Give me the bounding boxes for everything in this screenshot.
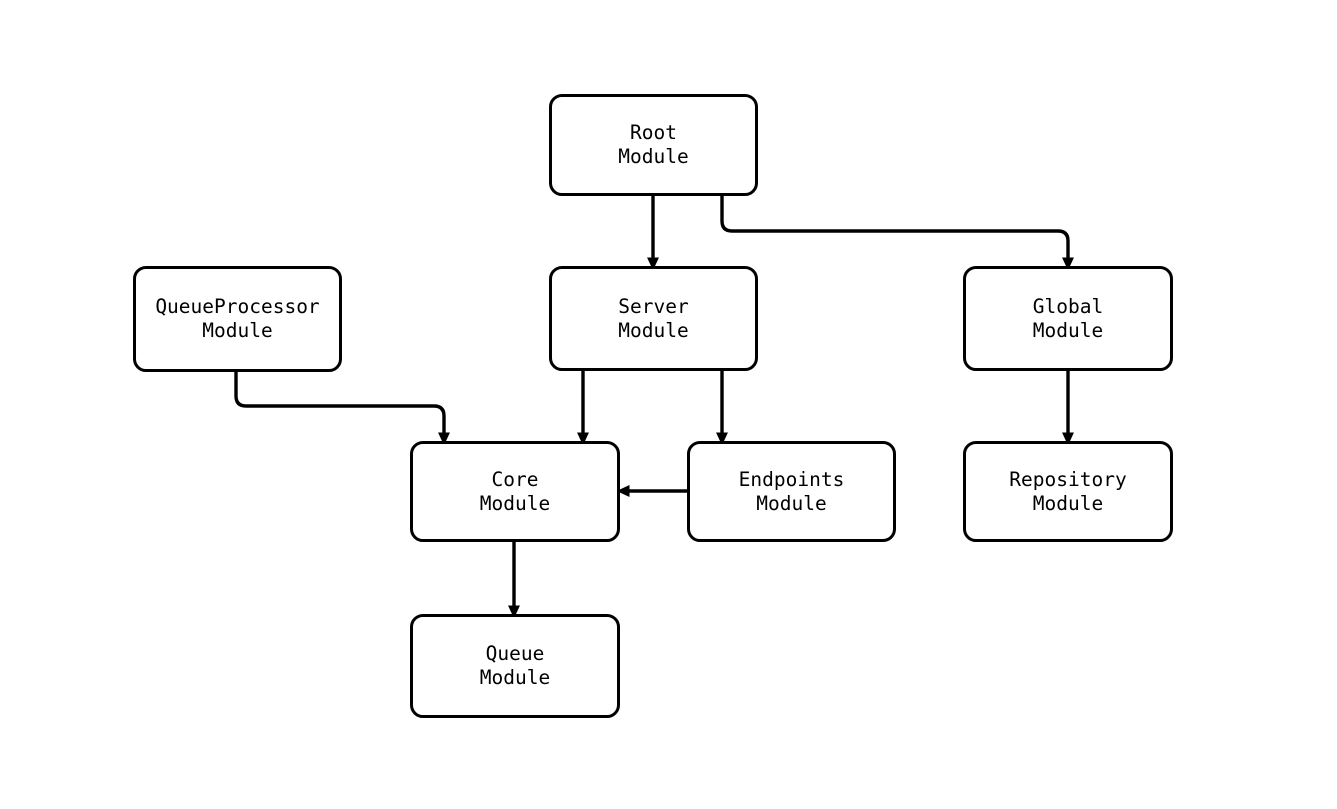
edge-queueprocessor-to-core (234, 372, 450, 446)
node-server-module-label: Server Module (618, 294, 689, 342)
node-endpoints-module[interactable]: Endpoints Module (687, 441, 896, 542)
node-root-module-label: Root Module (618, 121, 689, 168)
edge-root-to-global (720, 196, 1074, 271)
node-global-module[interactable]: Global Module (963, 266, 1173, 371)
node-queueprocessor-module-label: QueueProcessor Module (155, 295, 320, 342)
node-queueprocessor-module[interactable]: QueueProcessor Module (133, 266, 342, 372)
node-endpoints-module-label: Endpoints Module (738, 467, 845, 515)
node-root-module[interactable]: Root Module (549, 94, 758, 196)
node-repository-module[interactable]: Repository Module (963, 441, 1173, 542)
node-global-module-label: Global Module (1032, 294, 1104, 342)
node-repository-module-label: Repository Module (1009, 467, 1127, 515)
node-core-module[interactable]: Core Module (410, 441, 620, 542)
node-core-module-label: Core Module (479, 467, 551, 515)
node-queue-module[interactable]: Queue Module (410, 614, 620, 718)
node-server-module[interactable]: Server Module (549, 266, 758, 371)
node-queue-module-label: Queue Module (479, 642, 551, 689)
